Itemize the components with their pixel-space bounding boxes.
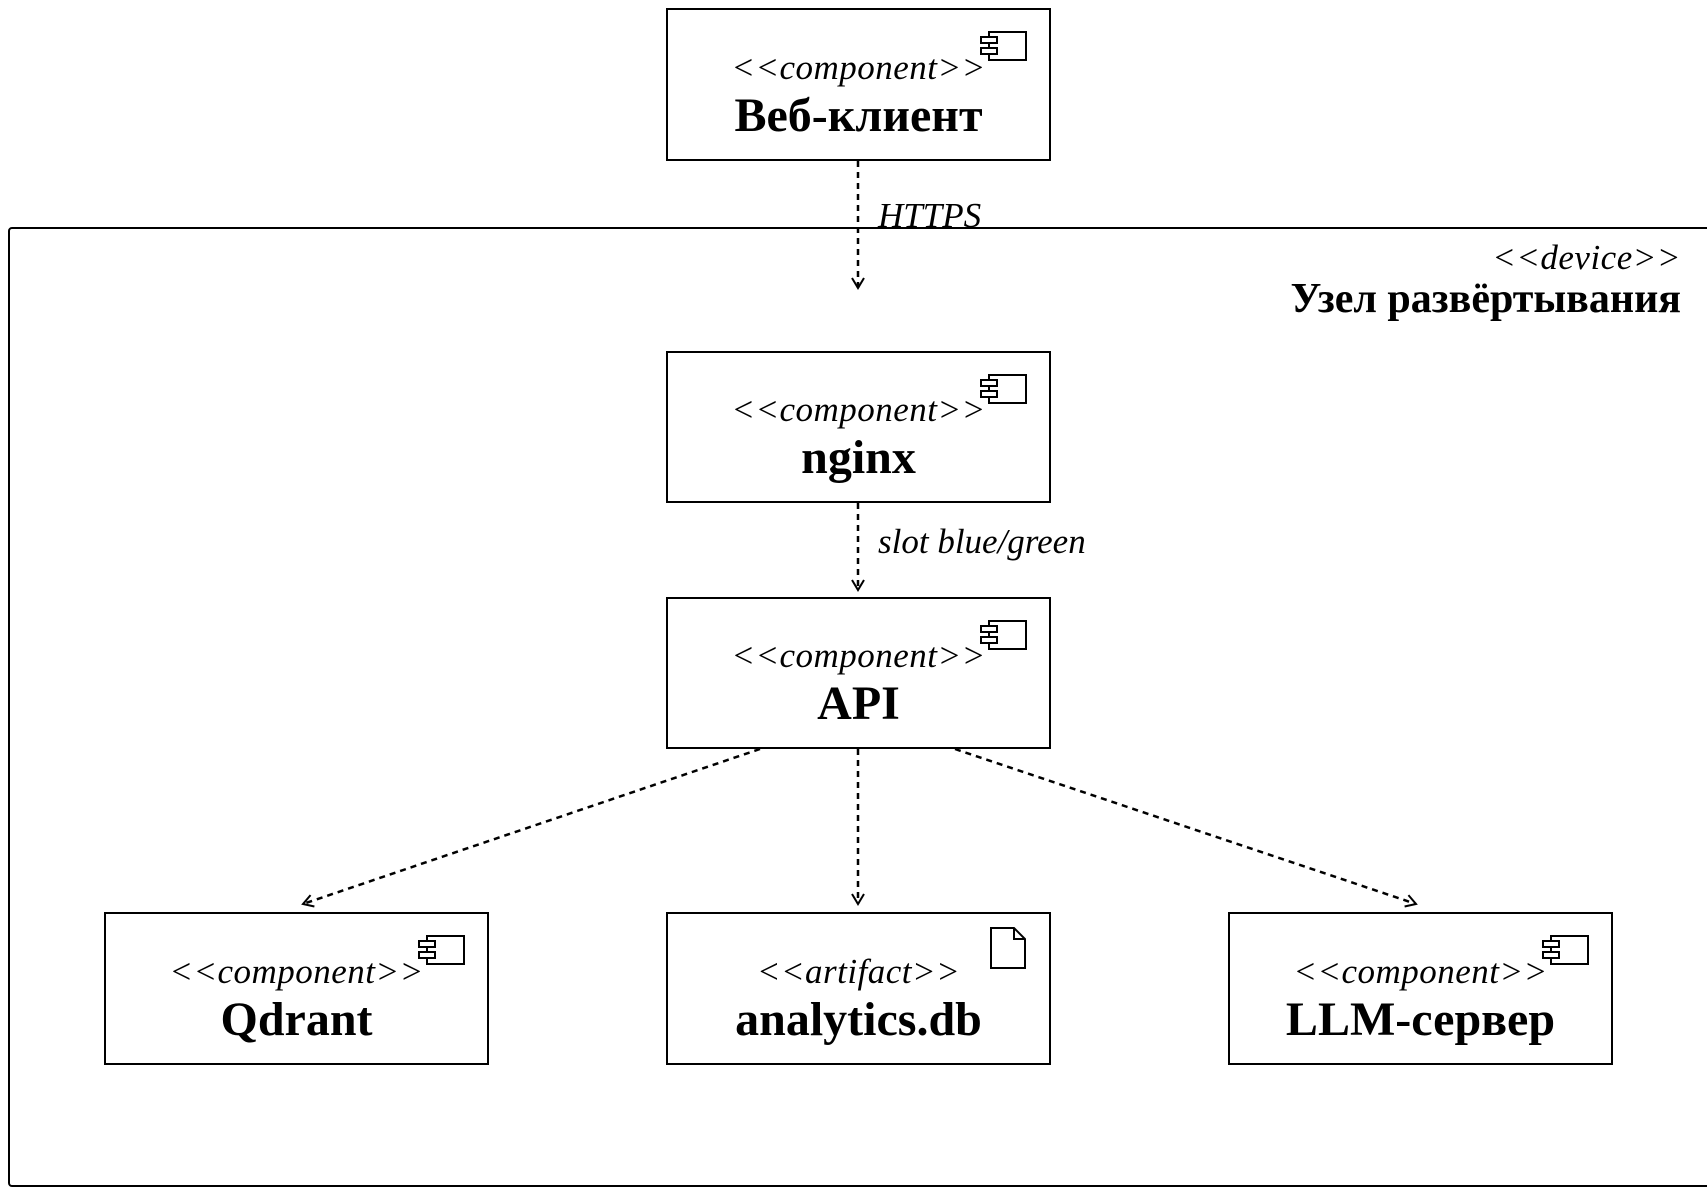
artifact-document-icon xyxy=(990,927,1026,969)
component-name: LLM-сервер xyxy=(1285,993,1556,1046)
edge-label-https: HTTPS xyxy=(878,196,982,235)
component-web-client[interactable]: <<component>> Веб-клиент xyxy=(666,8,1051,161)
component-stereotype: <<component>> xyxy=(1293,952,1548,991)
component-stereotype: <<component>> xyxy=(731,390,986,429)
component-name: nginx xyxy=(801,431,916,484)
deployment-diagram: <<device>> Узел развёртывания HTTPS slot… xyxy=(8,8,1707,1187)
component-icon xyxy=(1542,935,1589,965)
device-stereotype: <<device>> xyxy=(1492,238,1681,277)
component-api[interactable]: <<component>> API xyxy=(666,597,1051,749)
edge-label-slot: slot blue/green xyxy=(878,522,1086,561)
edge-api-qdrant xyxy=(301,747,761,908)
artifact-name: analytics.db xyxy=(735,993,982,1046)
component-icon xyxy=(980,620,1027,650)
device-name: Узел развёртывания xyxy=(1290,276,1681,322)
component-stereotype: <<component>> xyxy=(731,48,986,87)
component-icon xyxy=(418,935,465,965)
component-nginx[interactable]: <<component>> nginx xyxy=(666,351,1051,503)
component-llm-server[interactable]: <<component>> LLM-сервер xyxy=(1228,912,1613,1065)
component-icon xyxy=(980,374,1027,404)
artifact-stereotype: <<artifact>> xyxy=(756,952,961,991)
component-icon xyxy=(980,31,1027,61)
component-stereotype: <<component>> xyxy=(169,952,424,991)
component-name: Веб-клиент xyxy=(734,89,983,142)
dependency-edges xyxy=(301,161,1418,908)
artifact-analytics-db[interactable]: <<artifact>> analytics.db xyxy=(666,912,1051,1065)
component-name: API xyxy=(817,677,900,730)
component-name: Qdrant xyxy=(220,993,373,1046)
edge-api-llm xyxy=(954,747,1418,908)
component-qdrant[interactable]: <<component>> Qdrant xyxy=(104,912,489,1065)
component-stereotype: <<component>> xyxy=(731,636,986,675)
